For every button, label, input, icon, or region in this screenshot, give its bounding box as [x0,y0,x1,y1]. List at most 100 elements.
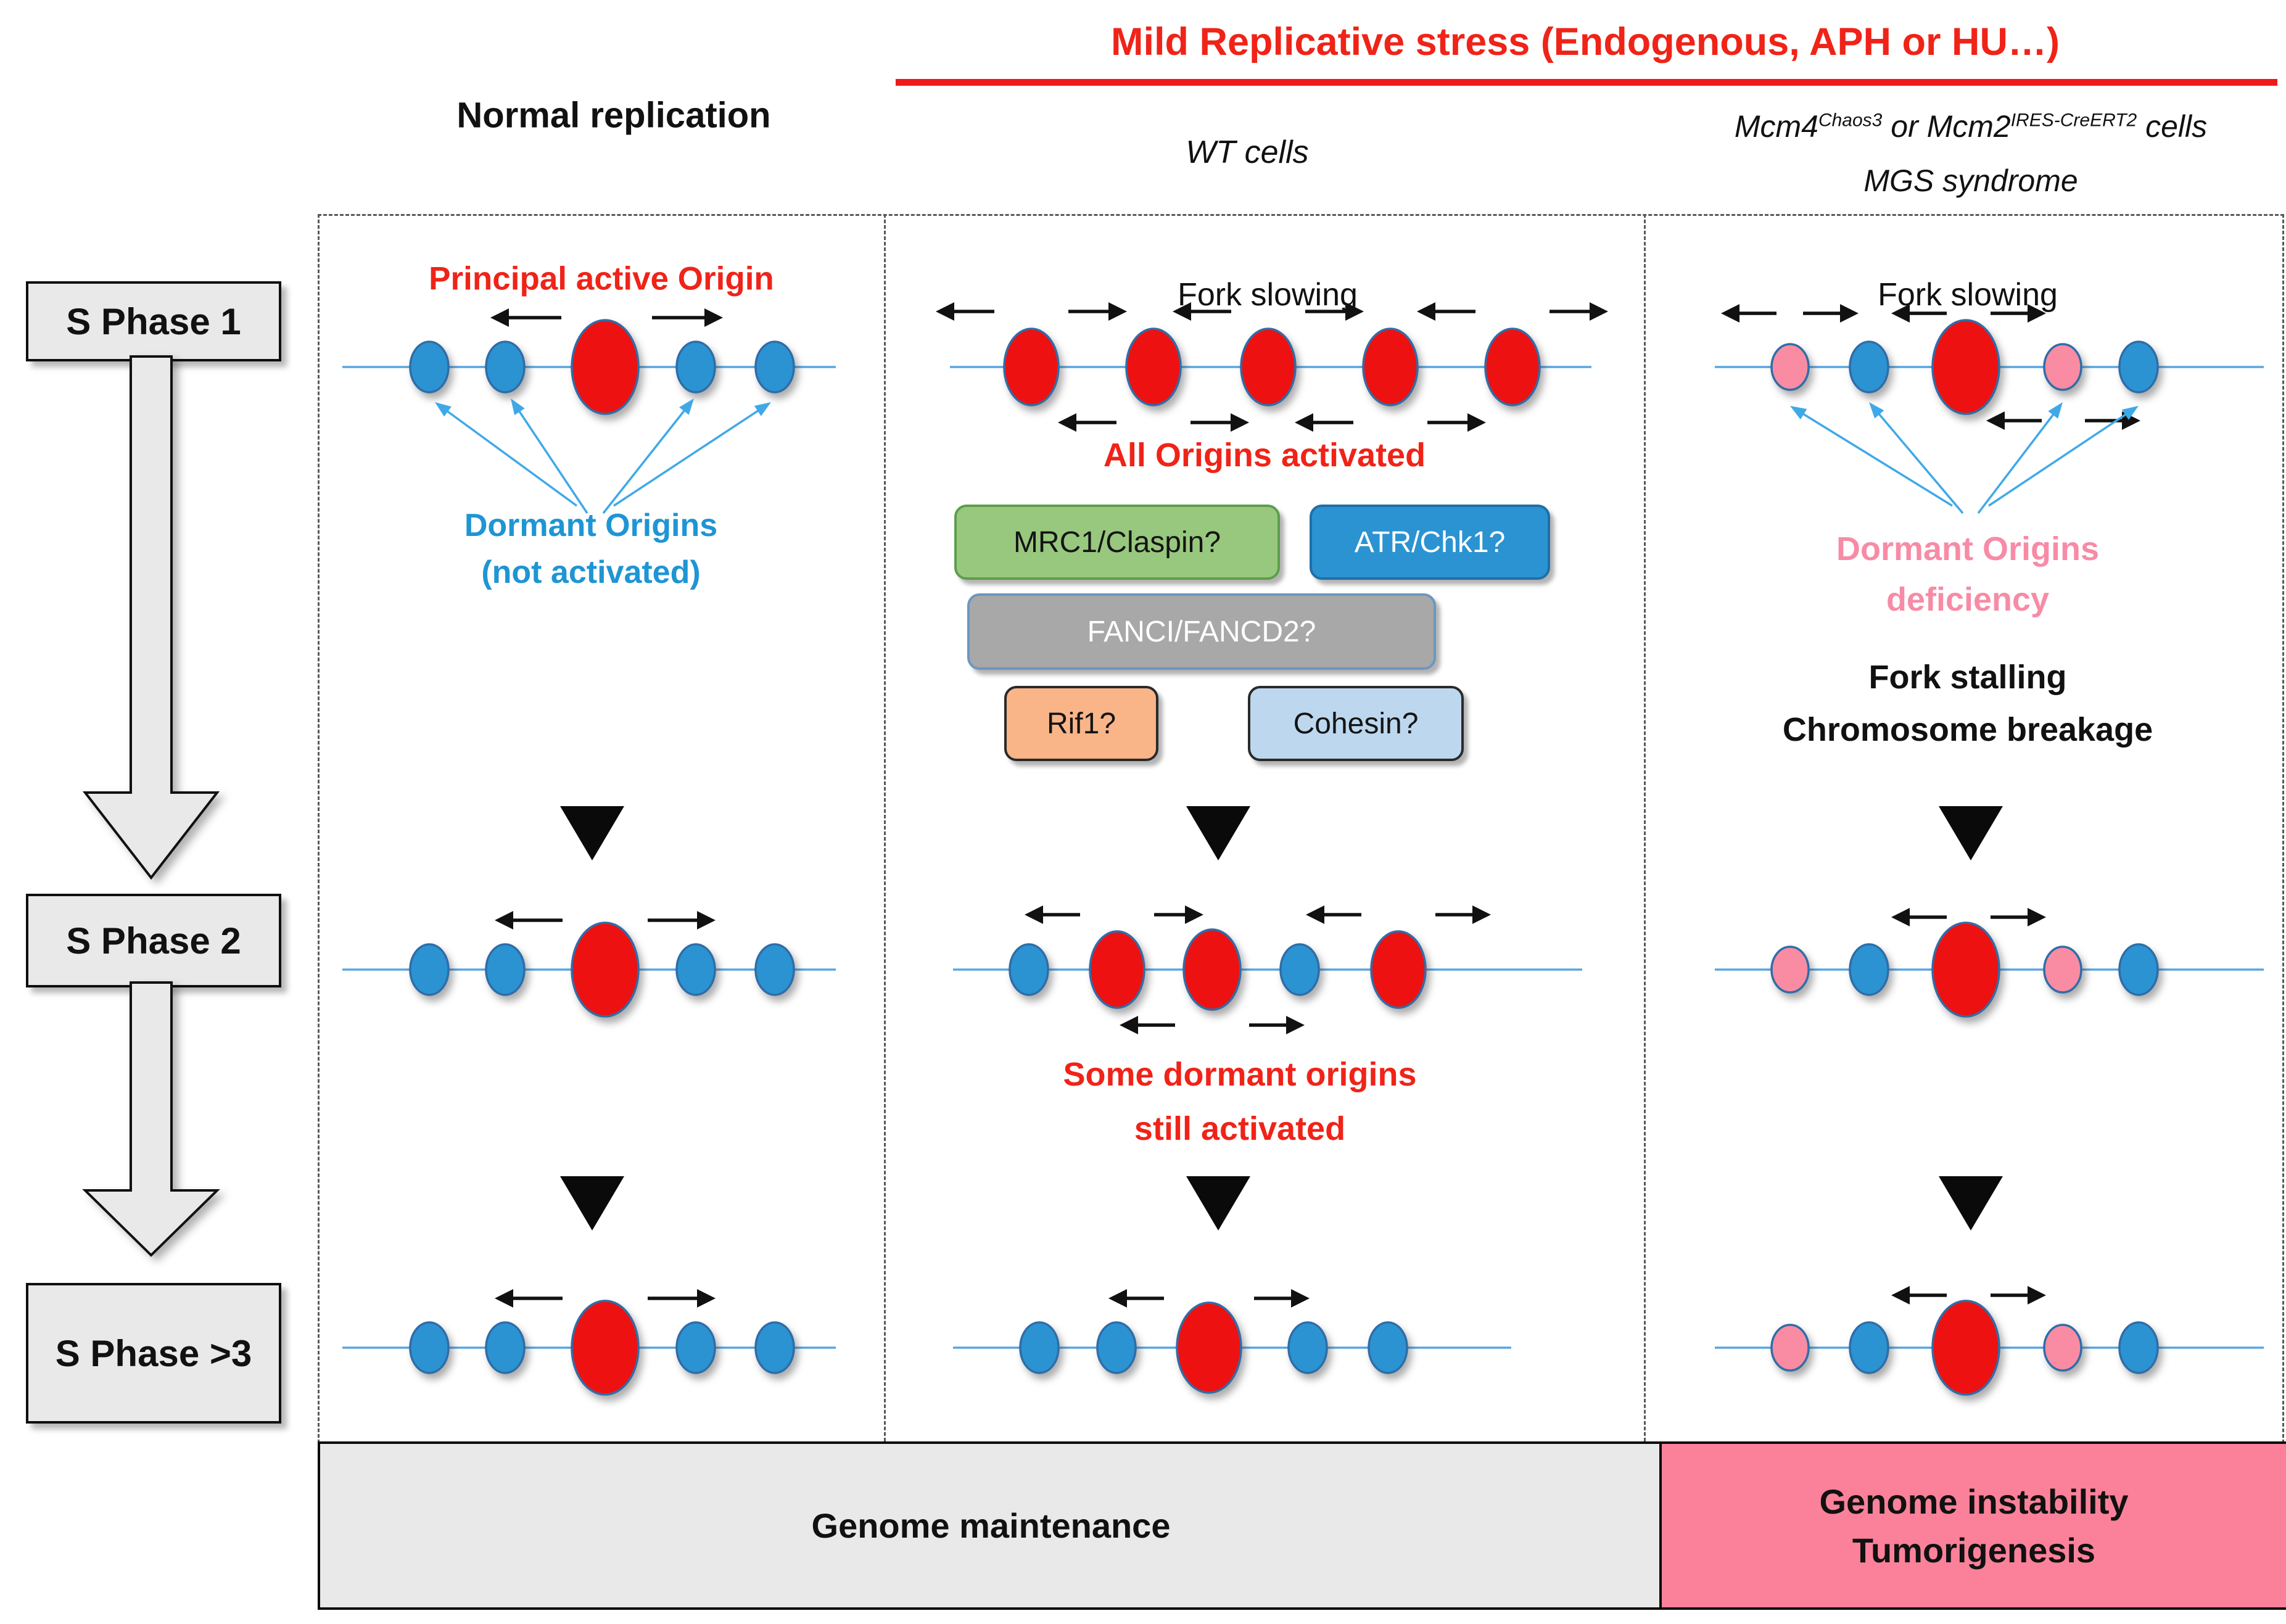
active-origin-circle [1370,930,1427,1009]
dormant-origin-circle [1849,1321,1889,1374]
column-header-normal-replication: Normal replication [456,95,771,136]
phase-transition-triangle [560,806,624,860]
phase-transition-triangle [1186,1176,1250,1230]
active-origin-circle [1931,921,2000,1018]
missing-dormant-origin-circle [2043,946,2082,994]
missing-dormant-origin-circle [1770,946,1810,994]
phase-box-s3: S Phase >3 [26,1283,281,1424]
phase-flow-arrow-2 [82,981,220,1257]
some-dormant-origins-label-line1: Some dormant origins [1063,1056,1417,1093]
pathway-box-atr-chk1: ATR/Chk1? [1310,505,1550,580]
active-origin-circle [571,1300,640,1396]
active-origin-circle [1003,328,1060,406]
dormant-origin-circle [485,1321,526,1374]
stress-title-underline [896,79,2277,86]
dormant-origin-arrows-mgs [1790,402,2139,514]
diagram-mgs-s1 [1715,304,2264,430]
dormant-origin-circle [2118,943,2159,996]
genome-instability-label: Genome instability [1819,1482,2129,1521]
dormant-origin-circle [1849,943,1889,996]
phase-transition-triangle [1939,1176,2003,1230]
dormant-origin-circle [1279,943,1320,996]
pathway-box-fanci-fancd2: FANCI/FANCD2? [967,593,1436,670]
active-origin-circle [571,319,640,415]
phase-box-s1: S Phase 1 [26,281,281,361]
phase-transition-triangle [560,1176,624,1230]
dormant-origin-circle [1287,1321,1328,1374]
diagram-normal-s3 [342,1289,836,1396]
stress-title: Mild Replicative stress (Endogenous, APH… [1111,20,2060,64]
dormant-origin-circle [1019,1321,1060,1374]
dormant-origin-circle [1849,340,1889,394]
mutant-gene-1: Mcm4 [1734,109,1818,144]
phase-transition-triangle [1186,806,1250,860]
active-origin-circle [1931,319,2000,415]
wt-fork-slowing-label: Fork slowing [1178,277,1358,313]
dormant-origin-arrows-normal [435,398,771,514]
pathway-box-mrc1-claspin: MRC1/Claspin? [954,505,1280,580]
diagram-mgs-s2 [1715,908,2264,1018]
dormant-origin-circle [2118,340,2159,394]
dormant-origin-circle [754,1321,795,1374]
pathway-box-rif1: Rif1? [1004,686,1158,761]
dormant-origin-circle [675,340,716,394]
active-origin-circle [1089,930,1145,1009]
active-origin-circle [1176,1301,1242,1394]
dormant-origin-circle [754,340,795,394]
phase-box-s3-label: S Phase >3 [55,1332,252,1374]
dormant-origin-circle [485,340,526,394]
diagram-normal-s1 [342,308,836,415]
active-origin-circle [1362,328,1419,406]
dormant-origins-label-line2: (not activated) [481,554,701,590]
dormant-origin-circle [2118,1321,2159,1374]
dormant-origin-circle [675,943,716,996]
phase-box-s1-label: S Phase 1 [66,300,241,342]
dormant-origin-circle [409,1321,450,1374]
mutant-tail: cells [2137,109,2208,144]
all-origins-activated-label: All Origins activated [1103,437,1426,474]
pathway-box-cohesin: Cohesin? [1248,686,1464,761]
diagram-dashed-frame [318,214,2284,1443]
dormant-origins-deficiency-line2: deficiency [1886,581,2050,618]
phase-box-s2-label: S Phase 2 [66,920,241,962]
mutant-middle: or Mcm2 [1882,109,2011,144]
dormant-origin-circle [1009,943,1049,996]
column-divider-1 [884,214,886,1441]
mutant-allele-2: IRES-CreERT2 [2010,110,2137,131]
missing-dormant-origin-circle [1770,343,1810,391]
dormant-origins-deficiency-line1: Dormant Origins [1836,530,2100,567]
column-header-wt-cells: WT cells [1186,134,1309,170]
some-dormant-origins-label-line2: still activated [1134,1110,1346,1147]
missing-dormant-origin-circle [1770,1324,1810,1372]
active-origin-circle [1240,328,1297,406]
diagram-normal-s2 [342,911,836,1018]
genome-instability-bar: Genome instability Tumorigenesis [1659,1441,2286,1610]
phase-flow-arrow-1 [82,355,220,880]
diagram-wt-s2 [953,905,1582,1034]
diagram-wt-s3 [953,1289,1511,1394]
active-origin-circle [1125,328,1182,406]
active-origin-circle [571,921,640,1018]
dormant-origin-circle [409,943,450,996]
phase-transition-triangle [1939,806,2003,860]
dormant-origin-circle [675,1321,716,1374]
dormant-origin-circle [485,943,526,996]
column-header-mgs-syndrome: MGS syndrome [1863,163,2078,198]
diagram-mgs-s3 [1715,1286,2264,1396]
active-origin-circle [1182,928,1242,1011]
dormant-origin-circle [754,943,795,996]
missing-dormant-origin-circle [2043,1324,2082,1372]
tumorigenesis-label: Tumorigenesis [1852,1530,2096,1570]
genome-maintenance-bar: Genome maintenance [318,1441,1664,1610]
genome-maintenance-label: Genome maintenance [811,1506,1171,1545]
column-header-mutant-cells: Mcm4Chaos3 or Mcm2IRES-CreERT2 cells [1735,109,2207,144]
fork-stalling-label: Fork stalling [1868,659,2067,696]
missing-dormant-origin-circle [2043,343,2082,391]
dormant-origin-circle [1368,1321,1408,1374]
phase-box-s2: S Phase 2 [26,894,281,987]
active-origin-circle [1931,1300,2000,1396]
chromosome-breakage-label: Chromosome breakage [1782,711,2153,748]
active-origin-circle [1484,328,1541,406]
dormant-origins-label-line1: Dormant Origins [464,508,718,543]
